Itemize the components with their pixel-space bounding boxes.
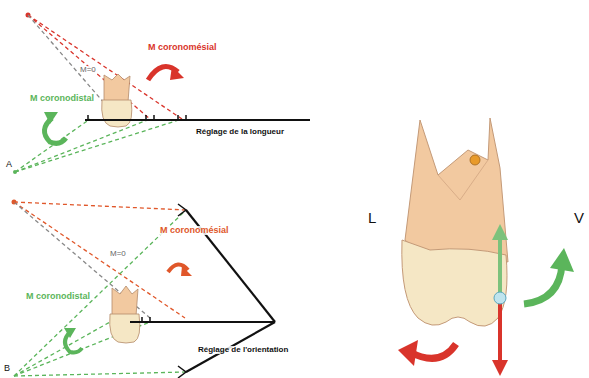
text-label: Réglage de la longueur <box>196 128 284 136</box>
text-label: L <box>368 210 376 225</box>
molar-figure <box>398 118 574 376</box>
text-label: B <box>4 364 10 373</box>
text-label: M coronomésial <box>148 43 217 52</box>
text-label: M coronodistal <box>30 94 94 103</box>
text-label: M=0 <box>80 66 96 74</box>
text-label: M coronomésial <box>160 226 229 235</box>
text-label: V <box>574 210 584 225</box>
text-label: A <box>6 160 12 169</box>
text-label: Réglage de l'orientation <box>198 346 288 354</box>
text-label: M=0 <box>110 250 126 258</box>
panel-a <box>13 13 310 175</box>
text-label: M coronodistal <box>26 292 90 301</box>
